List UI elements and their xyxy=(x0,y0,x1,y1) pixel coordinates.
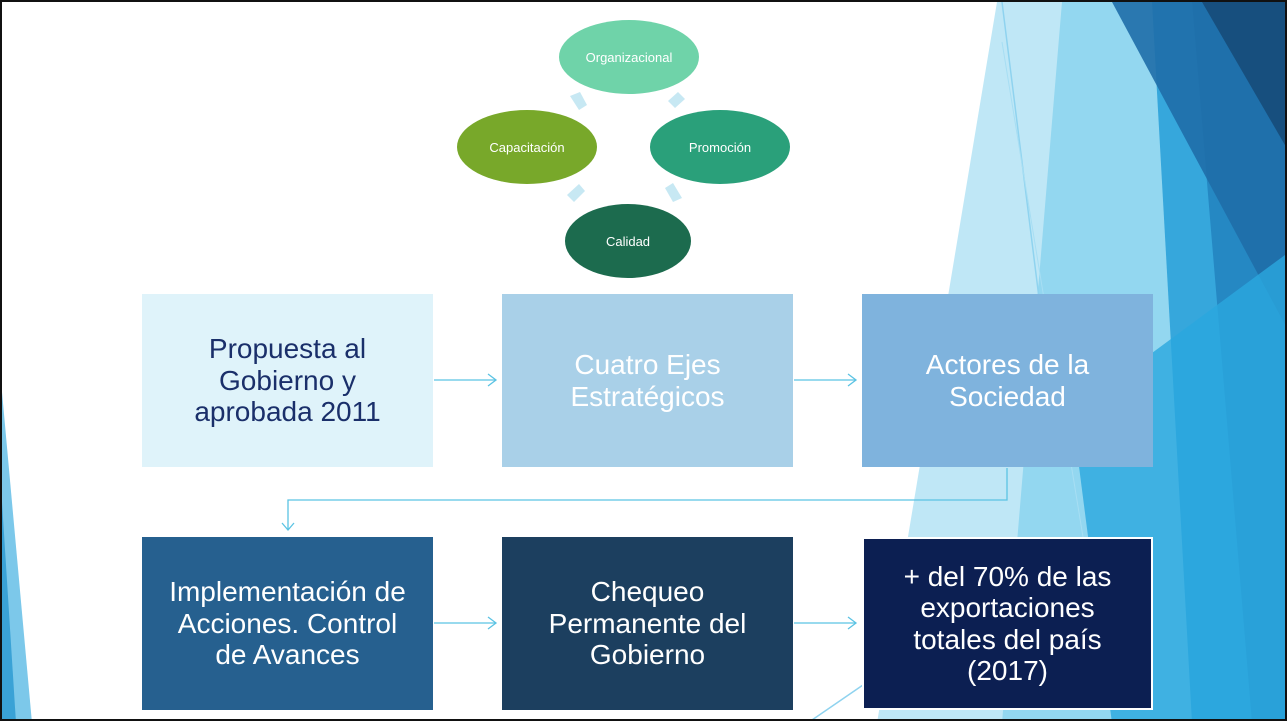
flow-step-label: + del 70% de las exportaciones totales d… xyxy=(903,560,1112,686)
cycle-arrow-top-right xyxy=(668,92,685,108)
cycle-node-label: Promoción xyxy=(688,139,752,155)
flow-arrow-4-5 xyxy=(434,616,498,630)
flow-arrow-1-2 xyxy=(434,373,498,387)
cycle-arrow-top-left xyxy=(570,92,587,110)
flow-step-label: Propuesta al Gobierno y aprobada 2011 xyxy=(194,333,381,428)
cycle-node-label: Calidad xyxy=(605,233,651,249)
flow-step-chequeo: Chequeo Permanente del Gobierno xyxy=(502,537,793,710)
cycle-node-organizacional: Organizacional xyxy=(559,20,699,94)
flow-step-label: Chequeo Permanente del Gobierno xyxy=(548,576,747,671)
flow-step-cuatro-ejes: Cuatro Ejes Estratégicos xyxy=(502,294,793,467)
flow-step-propuesta: Propuesta al Gobierno y aprobada 2011 xyxy=(142,294,433,467)
cycle-arrow-bottom-right xyxy=(665,183,682,202)
cycle-arrow-bottom-left xyxy=(567,184,585,202)
cycle-node-calidad: Calidad xyxy=(565,204,691,278)
flow-step-exportaciones: + del 70% de las exportaciones totales d… xyxy=(862,537,1153,710)
cycle-node-label: Capacitación xyxy=(489,139,565,155)
flow-step-implementacion: Implementación de Acciones. Control de A… xyxy=(142,537,433,710)
cycle-node-label: Organizacional xyxy=(585,49,673,65)
flow-step-label: Implementación de Acciones. Control de A… xyxy=(169,576,406,671)
cycle-node-capacitacion: Capacitación xyxy=(457,110,597,184)
flow-step-actores: Actores de la Sociedad xyxy=(862,294,1153,467)
flow-arrow-2-3 xyxy=(794,373,858,387)
flow-arrow-5-6 xyxy=(794,616,858,630)
flow-step-label: Actores de la Sociedad xyxy=(925,349,1090,412)
flow-arrow-3-4 xyxy=(281,468,1008,531)
flow-step-label: Cuatro Ejes Estratégicos xyxy=(570,349,725,412)
cycle-node-promocion: Promoción xyxy=(650,110,790,184)
